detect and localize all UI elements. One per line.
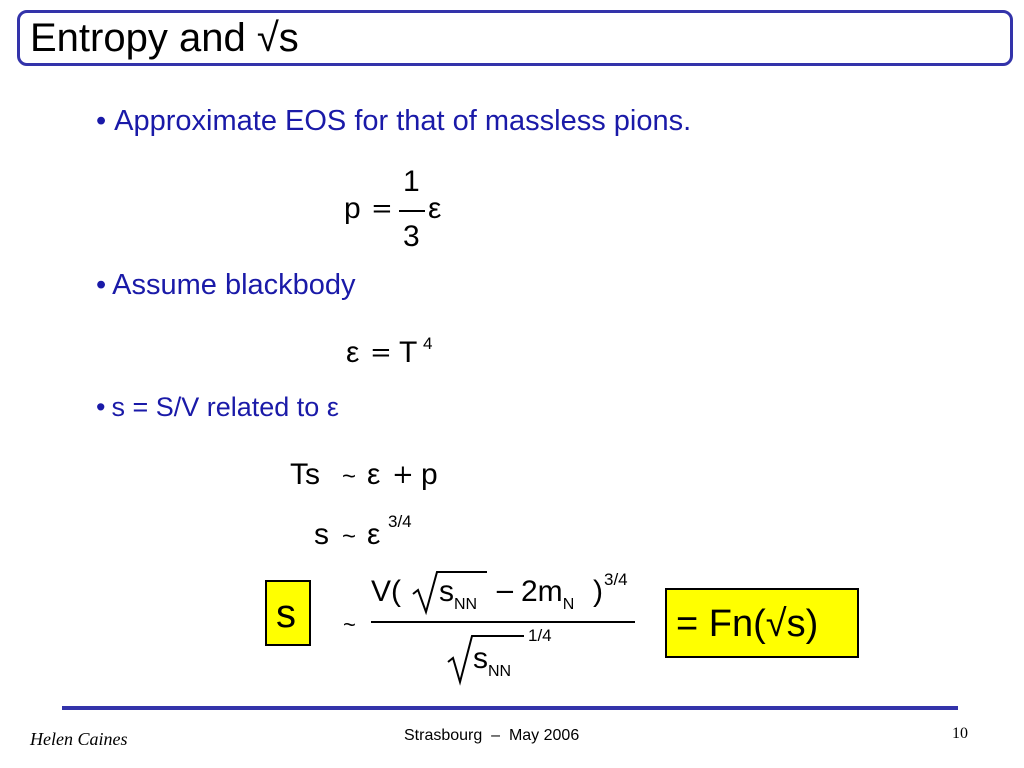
bullet-eos: •Approximate EOS for that of massless pi…: [96, 104, 691, 138]
page-number: 10: [952, 725, 968, 742]
eq-var-epsilon: ε: [367, 458, 381, 491]
eq-exponent: 3/4: [388, 512, 412, 531]
eq-exponent: 4: [423, 334, 433, 353]
eq-var-epsilon: ε: [428, 192, 442, 225]
fraction-bar: [399, 210, 425, 212]
eq-plus: +: [392, 460, 414, 490]
eq-equals: =: [370, 338, 392, 368]
eq-numerator: 1: [403, 165, 420, 198]
bullet-dot: •: [96, 392, 106, 422]
eq-sqrt-sNN-den: sNN: [473, 642, 512, 680]
eq-Ts: Ts: [290, 458, 320, 491]
title-frame: [17, 10, 1013, 66]
eq-var-p: p: [344, 192, 361, 225]
eq-tilde: ~: [343, 612, 356, 637]
eq-tilde: ~: [342, 523, 357, 550]
footer-divider: [62, 706, 958, 710]
eq-tilde: ~: [342, 463, 357, 490]
eq-num-exponent: 3/4: [604, 570, 628, 589]
fraction-bar: [371, 621, 635, 623]
footer-author: Helen Caines: [30, 729, 128, 749]
highlight-box-result: [665, 588, 859, 658]
eq-var-epsilon: ε: [367, 518, 381, 551]
eq-result: = Fn(√s): [676, 603, 819, 645]
eq-var-s-highlight: s: [276, 592, 296, 636]
eq-minus: −: [494, 577, 516, 607]
eq-sqrt-sNN: sNN: [439, 575, 478, 613]
eq-var-epsilon: ε: [346, 336, 360, 369]
highlight-box-s: [265, 580, 311, 646]
sqrt-sign-numerator: [412, 571, 487, 616]
eq-var-s: s: [314, 518, 329, 551]
slide-title: Entropy and √s: [30, 16, 299, 60]
eq-var-p: p: [421, 458, 438, 491]
eq-den-exponent: 1/4: [528, 626, 552, 645]
eq-V-open: V(: [371, 575, 401, 608]
bullet-text: Approximate EOS for that of massless pio…: [114, 105, 692, 137]
sqrt-sign-denominator: [447, 635, 524, 686]
bullet-dot: •: [96, 105, 107, 137]
eq-close-paren: ): [593, 575, 603, 608]
footer-event: Strasbourg – May 2006: [404, 727, 580, 744]
eq-equals: =: [371, 194, 393, 224]
bullet-entropy-density: •s = S/V related to ε: [96, 390, 339, 424]
bullet-dot: •: [96, 269, 107, 301]
eq-var-T: T: [399, 336, 418, 369]
bullet-text: Assume blackbody: [112, 269, 356, 301]
eq-2mN: 2mN: [521, 575, 575, 613]
bullet-text: s = S/V related to ε: [111, 392, 339, 422]
bullet-blackbody: •Assume blackbody: [96, 268, 356, 302]
eq-denominator: 3: [403, 220, 420, 253]
